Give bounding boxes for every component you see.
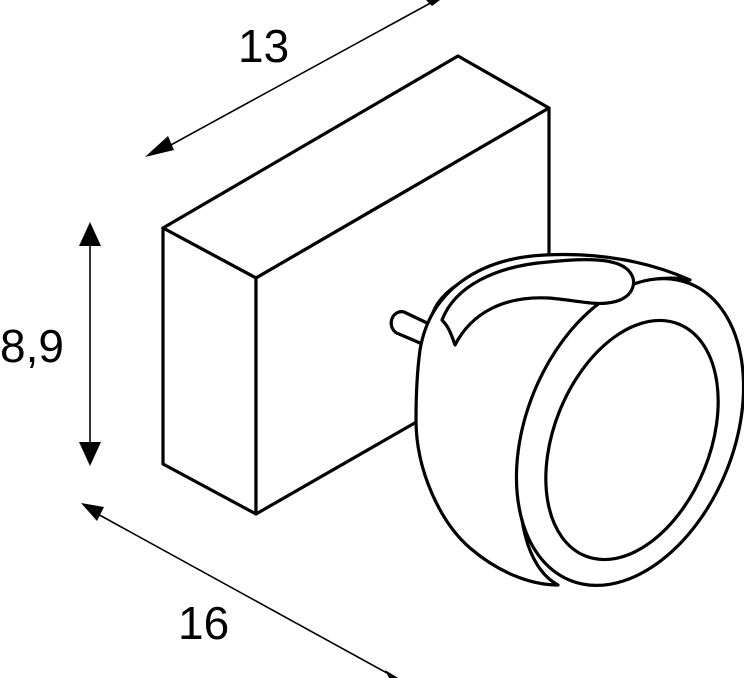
dimension-height: 8,9: [0, 222, 101, 466]
arrowhead-depth-end: [426, 0, 440, 6]
arrowhead-depth-start: [145, 136, 174, 157]
lamp-ring-inner: [544, 318, 720, 562]
dimension-label-height: 8,9: [0, 320, 64, 372]
dimension-width: 16: [81, 503, 399, 678]
arrowhead-width-end: [385, 670, 399, 678]
arrowhead-height-bottom: [79, 442, 101, 466]
dimension-line-depth: [157, 0, 437, 153]
arrowhead-height-top: [79, 222, 101, 246]
dimension-line-width: [93, 511, 397, 678]
bracket-strap-front: [440, 258, 636, 347]
lamp-head: [414, 252, 744, 587]
bracket-strap: [440, 258, 636, 347]
dimension-depth: 13: [145, 0, 440, 157]
dimension-label-depth: 13: [238, 20, 289, 72]
box-front-face: [161, 226, 258, 516]
dimension-label-width: 16: [178, 597, 229, 649]
arrowhead-width-start: [81, 503, 104, 521]
